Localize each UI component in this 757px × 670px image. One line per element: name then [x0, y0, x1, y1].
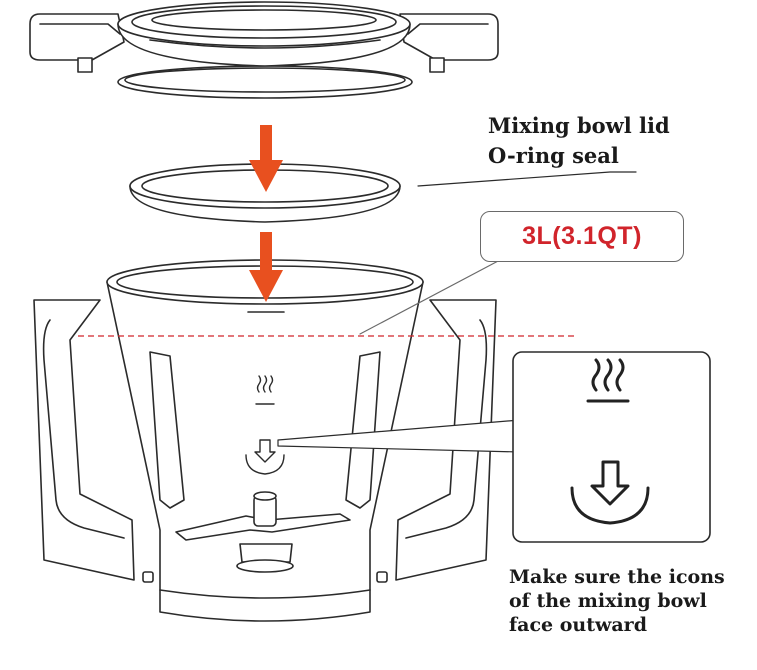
instruction-text: Make sure the icons of the mixing bowl f…	[509, 565, 754, 637]
mixing-bowl	[33, 259, 497, 622]
down-arrow-in-bowl-icon	[570, 460, 650, 525]
instruction-line-1: Make sure the icons	[509, 566, 725, 588]
lid-label: Mixing bowl lid	[488, 113, 670, 138]
blade-assembly	[175, 491, 351, 573]
assembly-arrows	[249, 125, 283, 302]
capacity-callout: 3L(3.1QT)	[480, 211, 684, 262]
o-ring-label: O-ring seal	[488, 143, 619, 168]
capacity-text: 3L(3.1QT)	[522, 222, 642, 250]
bowl-heat-icon	[255, 375, 275, 405]
instruction-line-2: of the mixing bowl	[509, 590, 707, 612]
o-ring-seal	[129, 163, 401, 223]
bowl-arrow-icon	[245, 439, 285, 475]
seal-leader-line	[417, 171, 637, 187]
steam-heat-icon	[586, 358, 630, 403]
arrow-lid-to-seal	[249, 125, 283, 192]
icon-zoom-callout	[277, 351, 711, 543]
instruction-line-3: face outward	[509, 614, 647, 636]
mixing-bowl-lid	[29, 1, 499, 99]
arrow-seal-to-bowl	[249, 232, 283, 302]
